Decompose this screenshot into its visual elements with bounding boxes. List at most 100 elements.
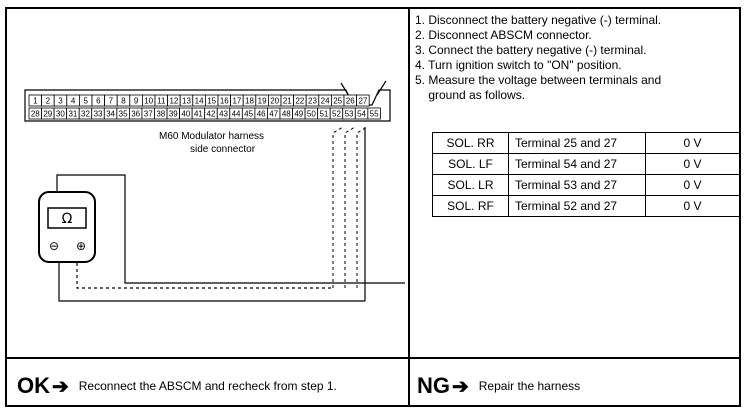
pin-number: 53 bbox=[345, 110, 354, 119]
pin-number: 54 bbox=[357, 110, 366, 119]
pin-number: 20 bbox=[270, 97, 279, 106]
pin-number: 22 bbox=[295, 97, 304, 106]
pin-number: 19 bbox=[258, 97, 267, 106]
ohmmeter-icon: Ω ⊖ ⊕ bbox=[38, 191, 96, 263]
lead-52 bbox=[332, 126, 344, 288]
lead-54 bbox=[356, 126, 368, 288]
ohm-symbol: Ω bbox=[62, 211, 73, 227]
ok-result: OK ➔ Reconnect the ABSCM and recheck fro… bbox=[17, 373, 337, 399]
terminal-cell: Terminal 52 and 27 bbox=[508, 195, 646, 217]
pin-number: 18 bbox=[245, 97, 254, 106]
table-row: SOL. LF Terminal 54 and 27 0 V bbox=[432, 153, 740, 175]
pin-number: 36 bbox=[131, 110, 140, 119]
vertical-divider bbox=[408, 7, 410, 407]
pin-number: 14 bbox=[195, 97, 204, 106]
step-4: 4. Turn ignition switch to "ON" position… bbox=[415, 58, 622, 72]
pin-number: 52 bbox=[332, 110, 341, 119]
table-row: SOL. LR Terminal 53 and 27 0 V bbox=[432, 174, 740, 196]
pin-cell bbox=[356, 94, 370, 107]
procedure-steps: 1. Disconnect the battery negative (-) t… bbox=[415, 13, 737, 103]
pin-number: 33 bbox=[94, 110, 103, 119]
pin-number: 27 bbox=[358, 97, 367, 106]
pin-number: 2 bbox=[46, 97, 51, 106]
pin-number: 51 bbox=[319, 110, 328, 119]
ng-arrow-icon: ➔ bbox=[452, 375, 469, 398]
pin-cell bbox=[367, 107, 381, 120]
pin-number: 1 bbox=[33, 97, 38, 106]
pin-number: 24 bbox=[321, 97, 330, 106]
pin-number: 34 bbox=[106, 110, 115, 119]
pin-number: 11 bbox=[157, 97, 166, 106]
pin-number: 29 bbox=[43, 110, 52, 119]
positive-terminal-icon: ⊕ bbox=[76, 239, 86, 253]
ok-text: Reconnect the ABSCM and recheck from ste… bbox=[78, 379, 337, 393]
pin-number: 55 bbox=[370, 110, 379, 119]
pin-number: 37 bbox=[144, 110, 153, 119]
pin-number: 32 bbox=[81, 110, 90, 119]
pin-number: 42 bbox=[207, 110, 216, 119]
value-cell: 0 V bbox=[645, 132, 740, 154]
ng-label: NG bbox=[417, 373, 450, 398]
pin-number: 47 bbox=[269, 110, 278, 119]
sol-cell: SOL. RF bbox=[432, 195, 509, 217]
connector-label-line1: M60 Modulator harness bbox=[159, 131, 264, 142]
terminal-cell: Terminal 25 and 27 bbox=[508, 132, 646, 154]
step-5: 5. Measure the voltage between terminals… bbox=[415, 73, 662, 87]
value-cell: 0 V bbox=[645, 174, 740, 196]
pin-number: 15 bbox=[207, 97, 216, 106]
probe-wire bbox=[76, 245, 333, 289]
ng-text: Repair the harness bbox=[478, 379, 581, 393]
step-2: 2. Disconnect ABSCM connector. bbox=[415, 28, 592, 42]
pin-number: 4 bbox=[71, 97, 76, 106]
pin-number: 3 bbox=[58, 97, 63, 106]
ground-wire bbox=[56, 174, 405, 284]
terminal-cell: Terminal 53 and 27 bbox=[508, 174, 646, 196]
step-3: 3. Connect the battery negative (-) term… bbox=[415, 43, 647, 57]
pin-number: 25 bbox=[333, 97, 342, 106]
lead-53 bbox=[344, 126, 356, 288]
pin-number: 49 bbox=[294, 110, 303, 119]
pin-number: 39 bbox=[169, 110, 178, 119]
pin-number: 6 bbox=[96, 97, 101, 106]
pin-number: 13 bbox=[182, 97, 191, 106]
pin-number: 21 bbox=[283, 97, 292, 106]
pin-number: 9 bbox=[134, 97, 139, 106]
value-cell: 0 V bbox=[645, 153, 740, 175]
pin-number: 28 bbox=[31, 110, 40, 119]
value-cell: 0 V bbox=[645, 195, 740, 217]
sol-cell: SOL. LF bbox=[432, 153, 509, 175]
table-row: SOL. RF Terminal 52 and 27 0 V bbox=[432, 195, 740, 217]
terminal-cell: Terminal 54 and 27 bbox=[508, 153, 646, 175]
pin-number: 8 bbox=[121, 97, 126, 106]
pin-number: 46 bbox=[257, 110, 266, 119]
pin-number: 12 bbox=[169, 97, 178, 106]
sol-cell: SOL. RR bbox=[432, 132, 509, 154]
ng-result: NG ➔ Repair the harness bbox=[417, 373, 580, 399]
ok-label: OK bbox=[17, 373, 50, 398]
pin-number: 50 bbox=[307, 110, 316, 119]
pin-number: 35 bbox=[119, 110, 128, 119]
pin-number: 44 bbox=[232, 110, 241, 119]
pin-number: 48 bbox=[282, 110, 291, 119]
pin-number: 17 bbox=[232, 97, 241, 106]
voltage-table: SOL. RR Terminal 25 and 27 0 V SOL. LF T… bbox=[432, 132, 740, 217]
table-row: SOL. RR Terminal 25 and 27 0 V bbox=[432, 132, 740, 154]
pin-number: 23 bbox=[308, 97, 317, 106]
horizontal-divider bbox=[5, 357, 741, 359]
pin-number: 30 bbox=[56, 110, 65, 119]
pin-number: 26 bbox=[346, 97, 355, 106]
pin-number: 45 bbox=[244, 110, 253, 119]
connector-latch-right bbox=[376, 80, 387, 96]
pin-number: 16 bbox=[220, 97, 229, 106]
pin-number: 5 bbox=[83, 97, 88, 106]
pin-number: 38 bbox=[156, 110, 165, 119]
connector-latch-left bbox=[340, 82, 350, 97]
pin-number: 43 bbox=[219, 110, 228, 119]
step-5-cont: ground as follows. bbox=[415, 88, 526, 102]
ok-arrow-icon: ➔ bbox=[52, 375, 69, 398]
connector-label-line2: side connector bbox=[190, 144, 256, 155]
pin-number: 31 bbox=[68, 110, 77, 119]
step-1: 1. Disconnect the battery negative (-) t… bbox=[415, 13, 662, 27]
sol-cell: SOL. LR bbox=[432, 174, 509, 196]
